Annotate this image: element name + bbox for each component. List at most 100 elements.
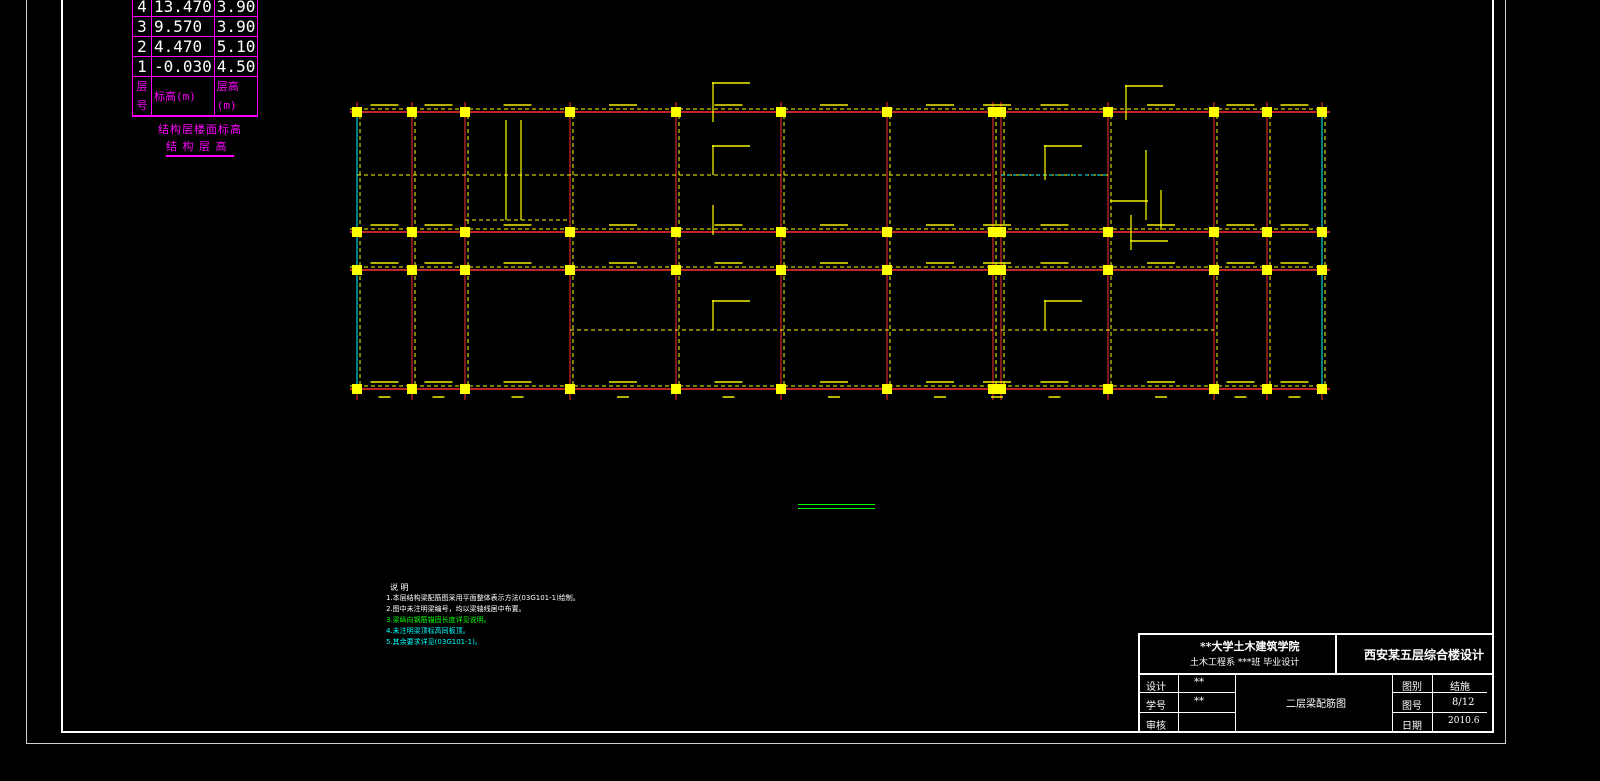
beam-annotation — [714, 262, 743, 264]
notes-title: 说 明 — [390, 583, 409, 592]
beam-annotation — [1226, 381, 1255, 383]
note-item: 1.本层结构梁配筋图采用平面整体表示方法(03G101-1)绘制。 — [386, 594, 580, 602]
table-caption: 结构层楼面标高 — [158, 123, 242, 136]
note-leader — [712, 82, 714, 122]
table-caption-sub: 结 构 层 高 — [166, 138, 234, 157]
level-elevation: -0.030 — [151, 56, 215, 77]
column — [407, 227, 417, 237]
note-item: 2.图中未注明梁编号，均以梁轴线居中布置。 — [386, 605, 526, 613]
beam-annotation — [370, 381, 399, 383]
column — [776, 265, 786, 275]
beam-annotation — [609, 262, 637, 264]
row-label: 设计 — [1146, 682, 1166, 693]
column — [776, 227, 786, 237]
level-elevation: 9.570 — [151, 16, 215, 37]
divider — [1335, 635, 1337, 673]
row-label: 审核 — [1146, 721, 1166, 732]
column — [1103, 384, 1113, 394]
dimension-mark — [991, 396, 1003, 398]
outer-border — [26, 0, 1506, 744]
row-value: ** — [1194, 677, 1204, 688]
beam-annotation — [1040, 262, 1069, 264]
column — [882, 227, 892, 237]
note-leader — [1044, 145, 1046, 180]
beam-annotation — [609, 381, 637, 383]
beam-annotation — [503, 104, 532, 106]
beam-annotation — [820, 224, 848, 226]
column — [460, 227, 470, 237]
beam-annotation — [1147, 104, 1175, 106]
beam-annotation — [1147, 262, 1175, 264]
beam-annotation — [609, 224, 637, 226]
beam-annotation — [983, 262, 1011, 264]
column — [460, 265, 470, 275]
column — [988, 384, 998, 394]
header-level: 层号 — [132, 76, 152, 117]
row-value: ** — [1194, 696, 1204, 707]
column — [352, 265, 362, 275]
note-text — [712, 145, 750, 147]
beam-annotation — [424, 262, 453, 264]
divider — [1392, 675, 1393, 733]
column — [988, 227, 998, 237]
column — [1209, 227, 1219, 237]
beam-annotation — [1280, 104, 1309, 106]
column — [1103, 265, 1113, 275]
note-item: 5.其余要求详见(03G101-1)。 — [386, 638, 482, 646]
column — [1317, 265, 1327, 275]
column — [565, 227, 575, 237]
divider — [1178, 675, 1179, 733]
note-leader — [1130, 215, 1132, 250]
column — [1317, 384, 1327, 394]
level-number: 1 — [132, 56, 152, 77]
divider — [1392, 692, 1487, 693]
note-leader — [712, 300, 714, 330]
beam-annotation — [926, 224, 954, 226]
beam-annotation — [1226, 262, 1255, 264]
level-height: 4.50 — [213, 56, 259, 77]
scale-bar — [798, 504, 875, 509]
note-leader — [1160, 190, 1162, 230]
divider — [1140, 712, 1235, 713]
column — [882, 107, 892, 117]
dimension-mark — [511, 396, 524, 398]
title-block: **大学土木建筑学院 土木工程系 ***班 毕业设计 西安某五层综合楼设计 二层… — [1138, 633, 1494, 733]
drawing-border — [61, 0, 1494, 733]
note-leader — [1044, 300, 1046, 330]
beam-annotation — [1040, 381, 1069, 383]
note-text — [1044, 145, 1082, 147]
column — [996, 384, 1006, 394]
beam-annotation — [609, 104, 637, 106]
beam-annotation — [1280, 381, 1309, 383]
row-label: 图别 — [1402, 682, 1422, 693]
dimension-mark — [1288, 396, 1301, 398]
school-name: **大学土木建筑学院 — [1200, 640, 1300, 653]
beam-annotation — [983, 104, 1011, 106]
note-leader — [712, 145, 714, 175]
column — [882, 265, 892, 275]
beam-annotation — [820, 262, 848, 264]
beam-annotation — [370, 224, 399, 226]
row-label: 图号 — [1402, 701, 1422, 712]
note-leader — [712, 205, 714, 235]
column — [1209, 265, 1219, 275]
beam-annotation — [370, 262, 399, 264]
note-leader — [1125, 85, 1127, 120]
divider — [1392, 712, 1487, 713]
beam-annotation — [926, 104, 954, 106]
dimension-mark — [432, 396, 445, 398]
level-height: 3.90 — [213, 0, 259, 17]
table-row: 3 9.570 3.90 — [132, 16, 259, 37]
note-leader — [505, 120, 507, 220]
header-height: 层高(m) — [213, 76, 259, 117]
beam-annotation — [926, 381, 954, 383]
column — [352, 384, 362, 394]
notes-block: 说 明 1.本层结构梁配筋图采用平面整体表示方法(03G101-1)绘制。 2.… — [386, 582, 580, 648]
beam-annotation — [714, 381, 743, 383]
beam-annotation — [1226, 224, 1255, 226]
note-leader — [520, 120, 522, 220]
divider — [1140, 673, 1492, 675]
column — [1262, 107, 1272, 117]
column — [996, 107, 1006, 117]
